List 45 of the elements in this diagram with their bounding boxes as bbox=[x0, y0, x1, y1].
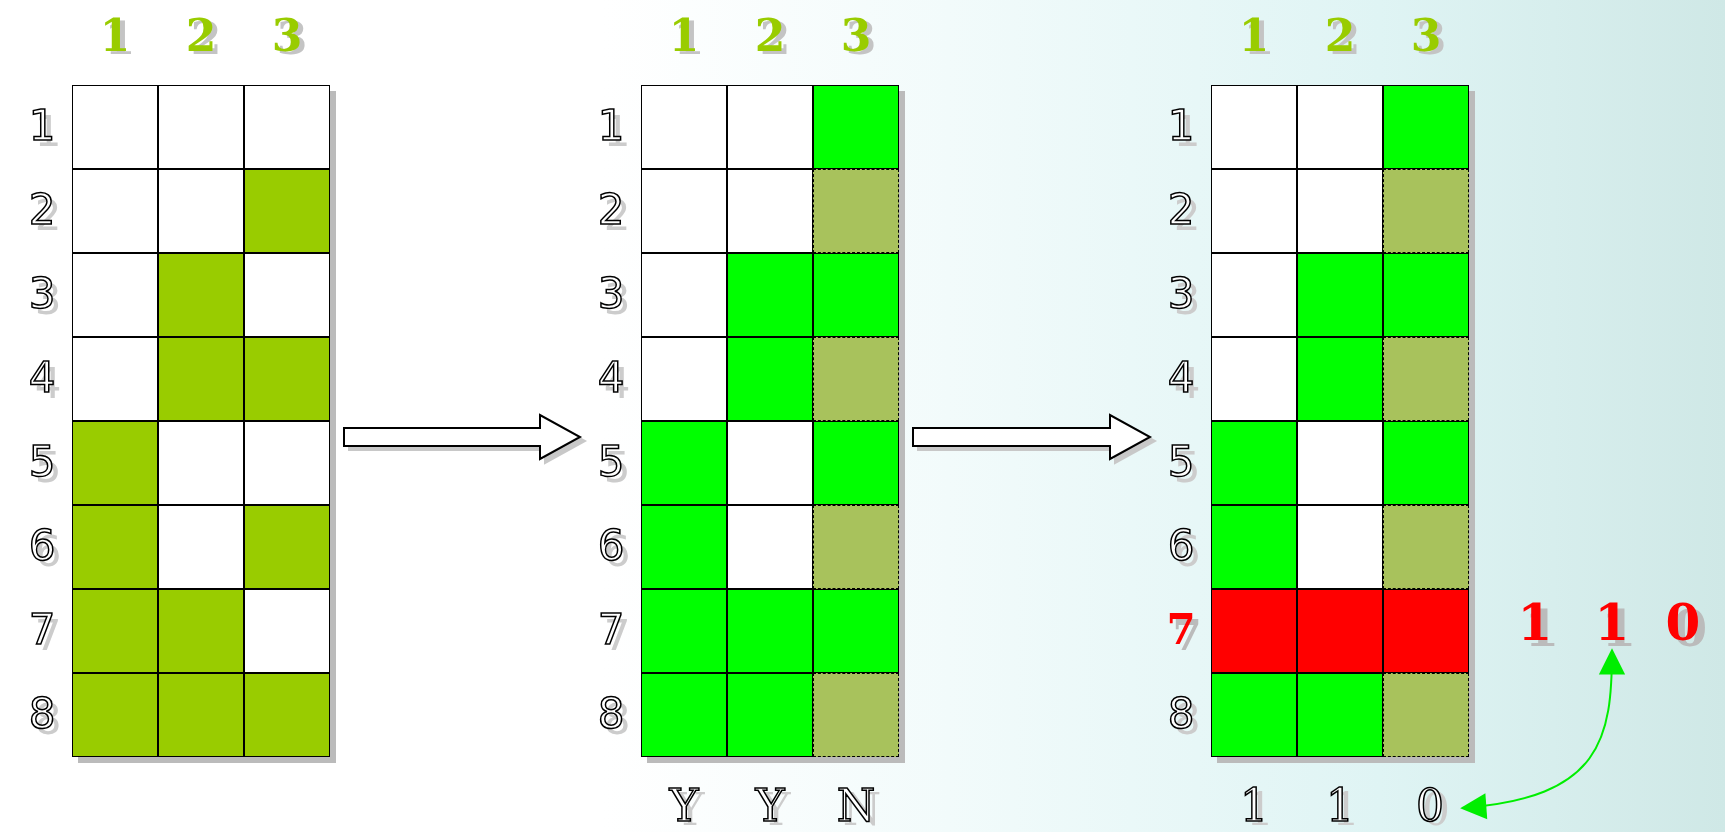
row-number: 6 bbox=[17, 525, 67, 567]
row-number: 2 bbox=[596, 189, 628, 231]
row-number: 2 bbox=[27, 189, 59, 231]
row-number: 8 bbox=[586, 693, 636, 735]
block-arrow bbox=[343, 413, 583, 461]
binary-digit: 1 bbox=[1516, 598, 1554, 648]
binary-digit: 1 bbox=[1239, 784, 1269, 828]
column-number: 2 bbox=[753, 14, 787, 58]
binary-digit: 0 bbox=[1664, 598, 1702, 648]
column-number: 3 bbox=[839, 14, 873, 58]
row-number: 1 bbox=[1166, 105, 1196, 147]
answer-letter: Y bbox=[654, 784, 714, 828]
row-number: 8 bbox=[17, 693, 67, 735]
row-number: 6 bbox=[1166, 525, 1196, 567]
row-number: 1 bbox=[27, 105, 59, 147]
row-number: 7 bbox=[596, 609, 628, 651]
block-arrow bbox=[912, 413, 1153, 461]
column-number: 2 bbox=[184, 14, 218, 58]
digit-label: 0 bbox=[1400, 784, 1460, 828]
row-number: 2 bbox=[1166, 189, 1196, 231]
column-number: 1 bbox=[98, 14, 132, 58]
row-number: 7 bbox=[1165, 609, 1197, 651]
row-number: 5 bbox=[27, 441, 59, 483]
row-number: 6 bbox=[586, 525, 636, 567]
row-number: 5 bbox=[1166, 441, 1196, 483]
digit-label: 1 bbox=[1582, 598, 1642, 648]
row-number: 7 bbox=[27, 609, 59, 651]
row-number: 3 bbox=[596, 273, 628, 315]
column-number: 3 bbox=[1409, 14, 1443, 58]
column-number: 1 bbox=[667, 14, 701, 58]
column-number: 1 bbox=[1237, 14, 1271, 58]
row-number: 8 bbox=[1166, 693, 1196, 735]
column-number: 2 bbox=[1323, 14, 1357, 58]
column-number: 3 bbox=[270, 14, 304, 58]
row-number: 1 bbox=[596, 105, 628, 147]
answer-letter: Y bbox=[754, 784, 786, 828]
row-number: 4 bbox=[17, 357, 67, 399]
binary-digit: 1 bbox=[1325, 784, 1355, 828]
row-number: 5 bbox=[596, 441, 628, 483]
row-number: 3 bbox=[27, 273, 59, 315]
answer-letter: N bbox=[835, 784, 877, 828]
row-number: 3 bbox=[1166, 273, 1196, 315]
curved-arrow bbox=[1460, 648, 1625, 819]
row-number: 4 bbox=[586, 357, 636, 399]
row-number: 4 bbox=[1166, 357, 1196, 399]
